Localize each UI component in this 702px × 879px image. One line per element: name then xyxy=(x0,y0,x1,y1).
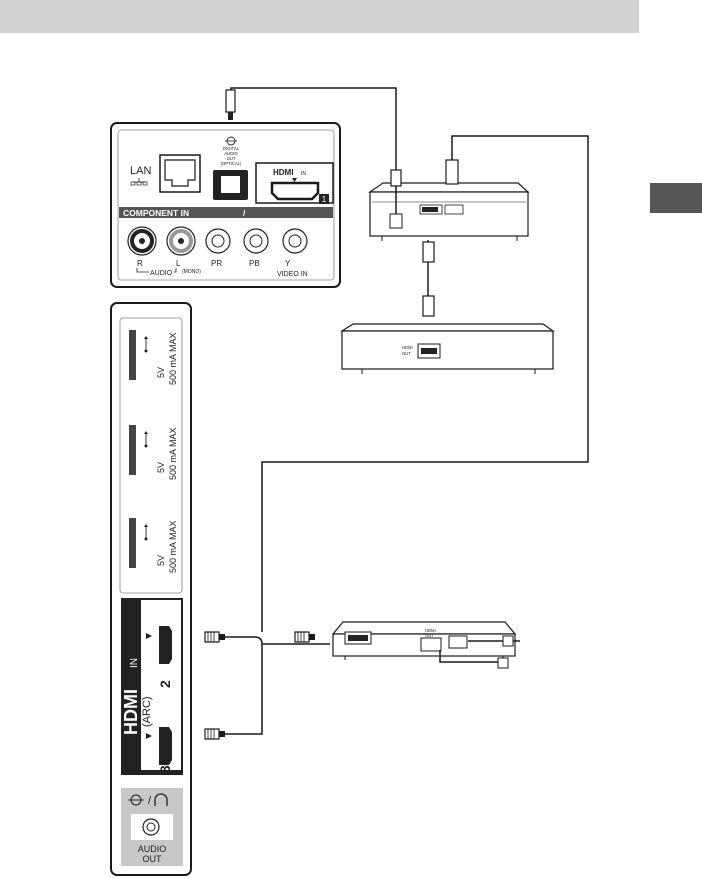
lower-box-hdmi-port[interactable] xyxy=(344,631,372,645)
lower-device-box: HDMI OUT xyxy=(331,621,517,660)
usb-icon xyxy=(144,336,148,353)
network-icon xyxy=(130,178,148,186)
component-title: COMPONENT IN xyxy=(123,208,189,218)
upper-device-box xyxy=(368,182,530,241)
hdmi-side-in-label: IN xyxy=(129,658,140,668)
mono-label: (MONO) xyxy=(182,269,201,275)
jack-pr-label: PR xyxy=(211,259,222,268)
top-connector-panel: LAN DIGITAL AUDIO OUT (OPTICAL) xyxy=(110,122,341,288)
usb-1-current: 500 mA MAX xyxy=(168,332,178,385)
lower-box-out-label: OUT xyxy=(425,633,434,638)
jack-r[interactable] xyxy=(127,226,157,256)
jack-l[interactable] xyxy=(166,226,196,256)
audio-out-jack[interactable] xyxy=(142,818,160,836)
hdmi-1-arrow-icon xyxy=(292,178,297,182)
usb-port-2[interactable] xyxy=(129,425,136,475)
middle-device-box: HDMI OUT xyxy=(339,323,555,374)
audio-out-icon xyxy=(225,136,237,146)
arc-label: (ARC) xyxy=(141,696,153,727)
cable-plugs xyxy=(204,89,514,740)
optical-label-3: OUT xyxy=(227,156,236,161)
hdmi-1-in-label: IN xyxy=(301,171,306,177)
hdmi-3-arrow-icon xyxy=(146,733,152,739)
usb-icon xyxy=(144,431,148,448)
audio-out-label-2: OUT xyxy=(143,854,163,864)
hdmi-side-logo: HDMI xyxy=(121,689,141,735)
lower-box-hdmi-label: HDMI xyxy=(425,628,436,633)
lan-port[interactable] xyxy=(159,154,201,193)
hdmi-3-number: 3 xyxy=(157,765,173,773)
usb-3-voltage: 5V xyxy=(156,555,166,566)
hdmi-1-number: 1 xyxy=(322,195,327,204)
audio-label: AUDIO xyxy=(150,270,173,277)
component-title-suffix: / xyxy=(243,208,246,218)
hdmi-2-arrow-icon xyxy=(146,633,152,639)
lan-label: LAN xyxy=(130,165,151,177)
optical-port[interactable] xyxy=(213,170,248,200)
jack-y[interactable] xyxy=(282,228,308,254)
hdmi-2-port[interactable] xyxy=(159,626,172,664)
jack-pb-label: PB xyxy=(249,259,260,268)
side-connector-panel: 5V 500 mA MAX 5V 500 mA MAX 5V 500 mA MA… xyxy=(110,302,192,876)
jack-pr[interactable] xyxy=(205,228,231,254)
middle-box-out-label: OUT xyxy=(402,351,411,356)
middle-box-hdmi-label: HDMI xyxy=(402,345,413,350)
usb-icon xyxy=(144,524,148,541)
section-tab xyxy=(650,183,702,213)
hdmi-2-number: 2 xyxy=(157,680,173,688)
video-in-label: VIDEO IN xyxy=(277,271,308,278)
audio-out-label-1: AUDIO xyxy=(138,844,167,854)
jack-r-label: R xyxy=(137,259,143,268)
usb-port-3[interactable] xyxy=(129,518,136,568)
headphone-icon: / xyxy=(128,793,168,807)
header-bar xyxy=(0,0,639,33)
jack-y-label: Y xyxy=(285,259,291,268)
optical-label-4: (OPTICAL) xyxy=(221,161,242,166)
hdmi-1-logo: HDMI xyxy=(273,168,293,177)
usb-port-1[interactable] xyxy=(129,330,136,380)
jack-l-label: L xyxy=(176,259,181,268)
optical-label-1: DIGITAL xyxy=(223,146,240,151)
hdmi-3-port[interactable] xyxy=(159,727,172,765)
usb-1-voltage: 5V xyxy=(156,367,166,378)
usb-3-current: 500 mA MAX xyxy=(168,520,178,573)
hdmi-1-port[interactable] xyxy=(255,162,334,204)
middle-box-hdmi-port[interactable] xyxy=(417,343,441,359)
svg-text:/: / xyxy=(148,795,152,807)
jack-pb[interactable] xyxy=(243,228,269,254)
optical-label-2: AUDIO xyxy=(224,151,238,156)
usb-2-voltage: 5V xyxy=(156,462,166,473)
usb-2-current: 500 mA MAX xyxy=(168,427,178,480)
